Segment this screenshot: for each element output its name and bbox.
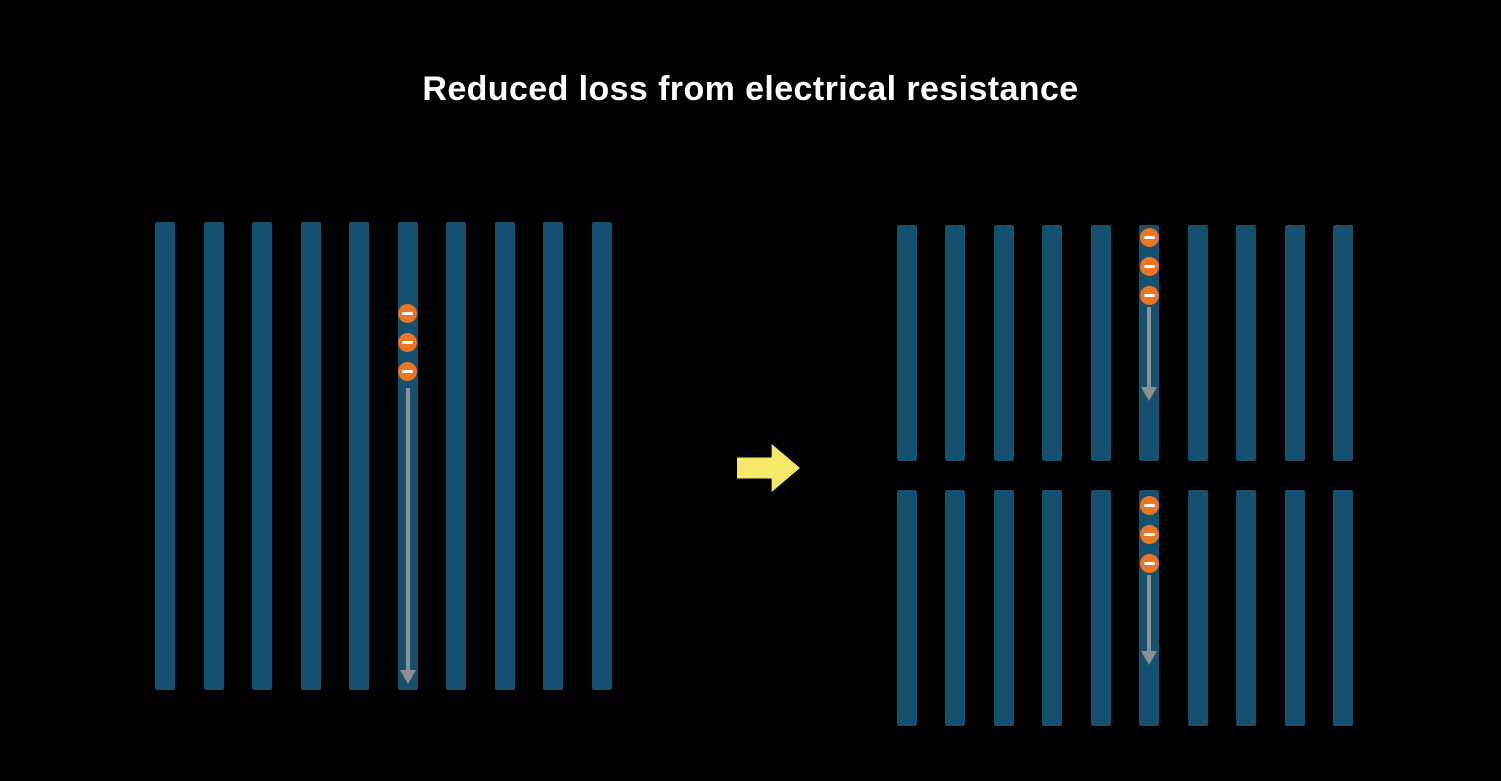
busbar-finger <box>1284 225 1305 461</box>
current-flow-arrow-line <box>405 388 410 671</box>
busbar-finger <box>1332 225 1353 461</box>
busbar-finger <box>1187 490 1208 726</box>
busbar-finger <box>897 490 917 726</box>
electron-minus-circle-icon <box>398 332 418 352</box>
busbar-finger <box>155 222 175 690</box>
busbar-finger <box>1042 225 1063 461</box>
busbar-finger <box>897 225 917 461</box>
busbar-finger <box>1236 490 1257 726</box>
minus-symbol <box>1143 503 1155 507</box>
electron-minus-circle-icon <box>1139 227 1159 247</box>
current-flow-arrow-line <box>1147 575 1152 652</box>
busbar-finger <box>1187 225 1208 461</box>
minus-symbol <box>402 369 414 373</box>
busbar-finger <box>203 222 224 690</box>
busbar-finger <box>543 222 564 690</box>
busbar-finger <box>1042 490 1063 726</box>
busbar-finger <box>945 225 966 461</box>
half-cell-top-panel <box>897 225 1353 461</box>
busbar-finger <box>252 222 273 690</box>
busbar-finger <box>1090 225 1111 461</box>
busbar-finger <box>446 222 467 690</box>
busbar-finger <box>993 490 1014 726</box>
busbar-finger <box>1332 490 1353 726</box>
electron-minus-circle-icon <box>1139 285 1159 305</box>
busbar-finger <box>1236 225 1257 461</box>
minus-symbol <box>1143 293 1155 297</box>
busbar-finger <box>993 225 1014 461</box>
half-cell-bottom-panel <box>897 490 1353 726</box>
busbar-finger <box>1090 490 1111 726</box>
current-flow-arrowhead-icon <box>399 670 416 684</box>
current-flow-arrow-line <box>1147 307 1152 388</box>
minus-symbol <box>1143 235 1155 239</box>
minus-symbol <box>402 340 414 344</box>
minus-symbol <box>402 311 414 315</box>
full-length-cell-panel <box>155 222 612 690</box>
minus-symbol <box>1143 561 1155 565</box>
current-flow-arrowhead-icon <box>1141 387 1158 401</box>
electron-minus-circle-icon <box>398 303 418 323</box>
busbar-finger <box>494 222 515 690</box>
electron-minus-circle-icon <box>1139 256 1159 276</box>
busbar-finger <box>591 222 612 690</box>
electron-minus-circle-icon <box>1139 524 1159 544</box>
busbar-finger <box>300 222 321 690</box>
electron-minus-circle-icon <box>1139 553 1159 573</box>
electron-minus-circle-icon <box>1139 495 1159 515</box>
minus-symbol <box>1143 532 1155 536</box>
electron-minus-circle-icon <box>398 361 418 381</box>
busbar-finger <box>349 222 370 690</box>
busbar-finger <box>1284 490 1305 726</box>
current-flow-arrowhead-icon <box>1141 651 1158 665</box>
transition-right-arrow-icon <box>737 444 800 492</box>
busbar-finger <box>945 490 966 726</box>
diagram-title: Reduced loss from electrical resistance <box>422 70 1079 108</box>
minus-symbol <box>1143 264 1155 268</box>
